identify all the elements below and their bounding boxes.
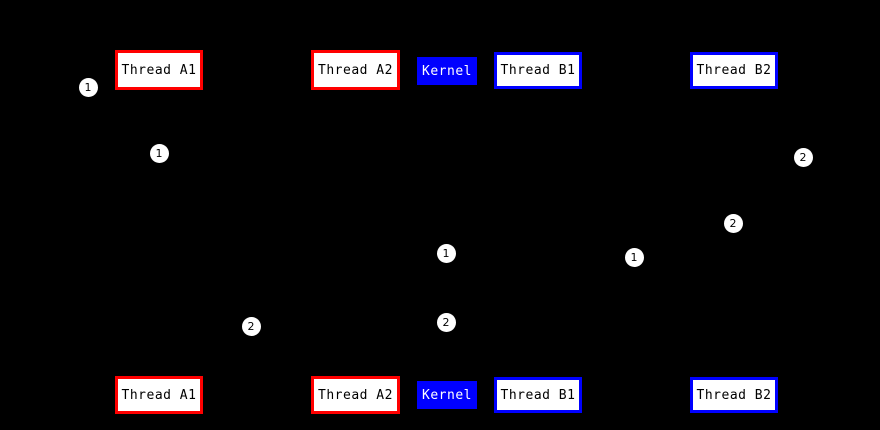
step-marker-number: 2	[729, 216, 737, 230]
participant-label: Thread B1	[500, 387, 576, 403]
lifeline-thread-a1	[159, 90, 160, 376]
participant-label: Thread A2	[318, 387, 393, 403]
step-marker-1: 1	[436, 243, 456, 263]
participant-thread-b2-foot[interactable]: Thread B2	[690, 377, 778, 413]
participant-label: Thread A1	[121, 62, 197, 78]
step-marker-1: 1	[624, 247, 644, 267]
participant-label: Thread B2	[696, 387, 772, 403]
participant-thread-b1[interactable]: Thread B1	[494, 52, 582, 89]
participant-thread-a1[interactable]: Thread A1	[115, 50, 203, 90]
participant-kernel-foot[interactable]: Kernel	[417, 381, 477, 409]
participant-thread-a1-foot[interactable]: Thread A1	[115, 376, 203, 414]
participant-label: Thread A2	[318, 62, 393, 78]
step-marker-number: 2	[799, 150, 807, 164]
step-marker-2: 2	[793, 147, 813, 167]
participant-thread-b2[interactable]: Thread B2	[690, 52, 778, 89]
step-marker-number: 1	[155, 146, 163, 160]
lifeline-thread-a2	[355, 90, 356, 376]
step-marker-number: 2	[442, 315, 450, 329]
participant-thread-a2[interactable]: Thread A2	[311, 50, 400, 90]
step-marker-2: 2	[241, 316, 261, 336]
step-marker-1: 1	[78, 77, 98, 97]
lifeline-thread-b1	[538, 89, 539, 377]
step-marker-number: 1	[84, 80, 92, 94]
participant-label: Kernel	[422, 387, 472, 403]
step-marker-number: 2	[247, 319, 255, 333]
step-marker-2: 2	[436, 312, 456, 332]
participant-label: Thread B2	[696, 63, 772, 78]
participant-thread-b1-foot[interactable]: Thread B1	[494, 377, 582, 413]
step-marker-2: 2	[723, 213, 743, 233]
lifeline-thread-b2	[734, 89, 735, 377]
participant-label: Kernel	[422, 63, 472, 79]
lifeline-kernel	[447, 85, 448, 381]
step-marker-number: 1	[630, 250, 638, 264]
participant-thread-a2-foot[interactable]: Thread A2	[311, 376, 400, 414]
participant-label: Thread A1	[121, 387, 197, 403]
step-marker-1: 1	[149, 143, 169, 163]
participant-label: Thread B1	[500, 63, 576, 78]
participant-kernel[interactable]: Kernel	[417, 57, 477, 85]
step-marker-number: 1	[442, 246, 450, 260]
